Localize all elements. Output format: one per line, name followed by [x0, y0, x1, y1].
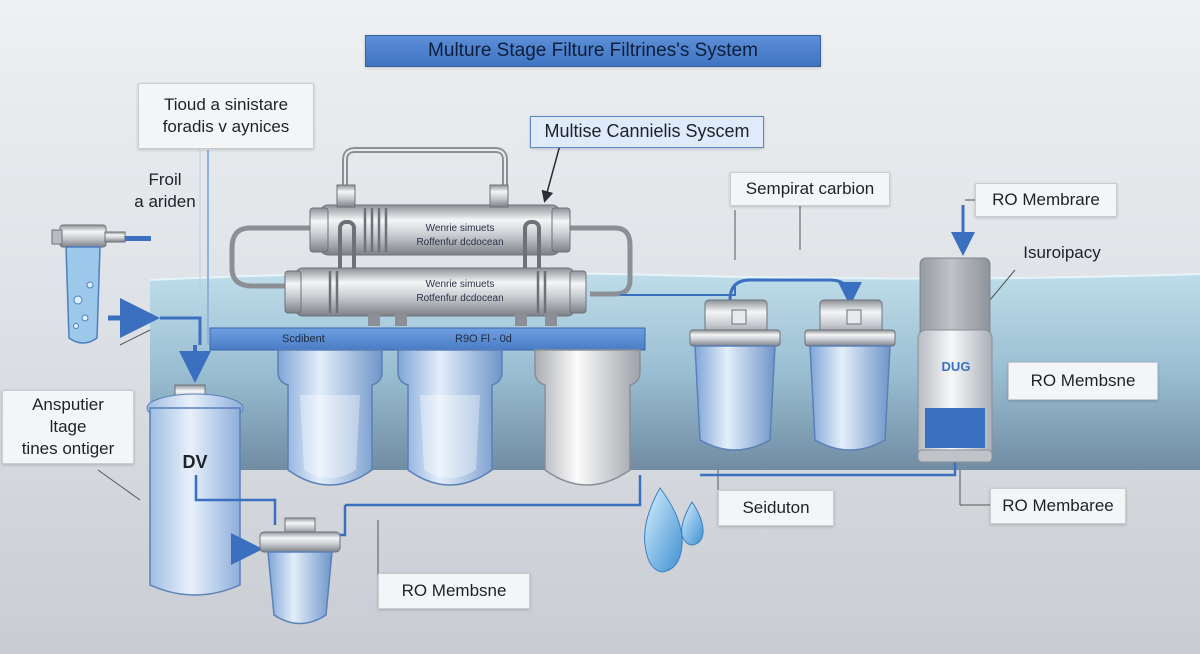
- label-multise: Multise Cannielis Syscem: [530, 116, 764, 148]
- tank-label: DV: [182, 452, 208, 473]
- carbon-canister-1: [689, 299, 781, 451]
- drain-pipe: [345, 475, 642, 507]
- storage-tank: [146, 384, 244, 596]
- lower-housing: [284, 267, 587, 326]
- label-froil: Froil a ariden: [134, 169, 196, 211]
- label-tioud: Tioud a sinistare foradis v aynices: [138, 83, 314, 149]
- small-filter: [259, 517, 341, 625]
- label-isuroipacy: Isuroipacy: [1023, 242, 1101, 262]
- ro-canister-mid: [397, 349, 503, 486]
- carbon-link-arrow: [728, 278, 862, 306]
- left-loop-pipe: [229, 225, 330, 289]
- cartridge-label: DUG: [941, 358, 971, 374]
- diagram-title: Multure Stage Filture Filtrines's System: [365, 35, 821, 67]
- sediment-canister: [277, 349, 383, 486]
- bar-label-mid: R9O Fl - 0d: [455, 333, 512, 345]
- upper-housing-line-2: Roffenfur dcdocean: [416, 236, 504, 248]
- label-ro-membsne-bottom: RO Membsne: [378, 573, 530, 609]
- upper-housing-text: Wenrie simuets Roffenfur dcdocean: [400, 222, 520, 249]
- ro-membrane-cartridge: [917, 257, 993, 463]
- inlet-glass: [51, 224, 151, 344]
- water-drops: [644, 487, 704, 573]
- label-ro-membrare: RO Membrare: [975, 183, 1117, 217]
- carbon-canister-2: [804, 299, 896, 451]
- upper-housing: [309, 184, 571, 284]
- lower-housing-line-2: Rotfenfur dcdocean: [416, 292, 504, 304]
- right-loop-pipe: [560, 225, 633, 297]
- lower-housing-line-1: Wenrie simuets: [425, 279, 495, 290]
- upper-housing-line-1: Wenrie simuets: [425, 223, 495, 234]
- manifold-bar: [209, 327, 646, 351]
- label-seiduton: Seiduton: [718, 490, 834, 526]
- label-sempirat: Sempirat carbion: [730, 172, 890, 206]
- lower-housing-text: Wenrie simuets Rotfenfur dcdocean: [400, 278, 520, 305]
- white-canister: [534, 349, 641, 486]
- label-ro-membaree: RO Membaree: [990, 488, 1126, 524]
- bar-label-left: Scdibent: [282, 333, 325, 345]
- label-ro-membsne-right: RO Membsne: [1008, 362, 1158, 400]
- label-ansputier: Ansputier ltage tines ontiger: [2, 390, 134, 464]
